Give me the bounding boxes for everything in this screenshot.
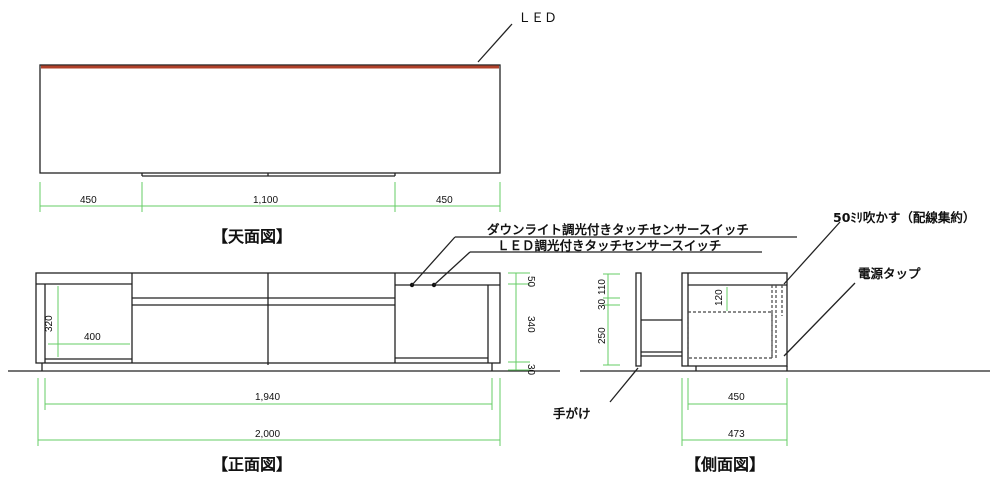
dim-top-height: 50 [525,276,536,288]
dim-inner-width: 1,940 [255,392,280,403]
front-view-title: 【正面図】 [212,455,292,474]
dim-body-height: 340 [525,316,536,333]
side-view: 110 30 250 120 50ﾐﾘ吹かす（配線集約） 電源タップ 手がけ 4… [553,210,990,474]
led-leader [477,23,513,63]
dim-total-width: 2,000 [255,429,280,440]
front-view: ダウンライト調光付きタッチセンサースイッチ ＬＥＤ調光付きタッチセンサースイッチ… [8,222,797,474]
dim-side-shelf: 120 [714,289,725,306]
top-view-title: 【天面図】 [212,227,292,246]
callout-led-switch: ＬＥＤ調光付きタッチセンサースイッチ [497,238,721,253]
dim-side-gap: 30 [597,298,608,310]
top-view: ＬＥＤ 450 1,100 450 【天面図】 [39,10,557,246]
callout-downlight-switch: ダウンライト調光付きタッチセンサースイッチ [487,222,749,237]
drawer-front [635,272,642,367]
dim-left: 450 [80,195,97,206]
callout-handle: 手がけ [553,406,591,421]
dim-right: 450 [436,195,453,206]
dim-inner-depth: 450 [728,392,745,403]
led-label: ＬＥＤ [518,10,557,25]
dim-center: 1,100 [253,195,278,206]
dim-base-height: 30 [525,364,536,376]
dim-total-depth: 473 [728,429,745,440]
callout-power-strip: 電源タップ [858,266,921,281]
dim-side-top: 110 [597,279,608,295]
callout-vent: 50ﾐﾘ吹かす（配線集約） [833,210,975,225]
dim-shelf-height: 320 [44,315,55,332]
dim-side-drawer: 250 [597,327,608,344]
side-view-title: 【側面図】 [685,455,765,474]
dim-shelf-width: 400 [84,332,101,343]
